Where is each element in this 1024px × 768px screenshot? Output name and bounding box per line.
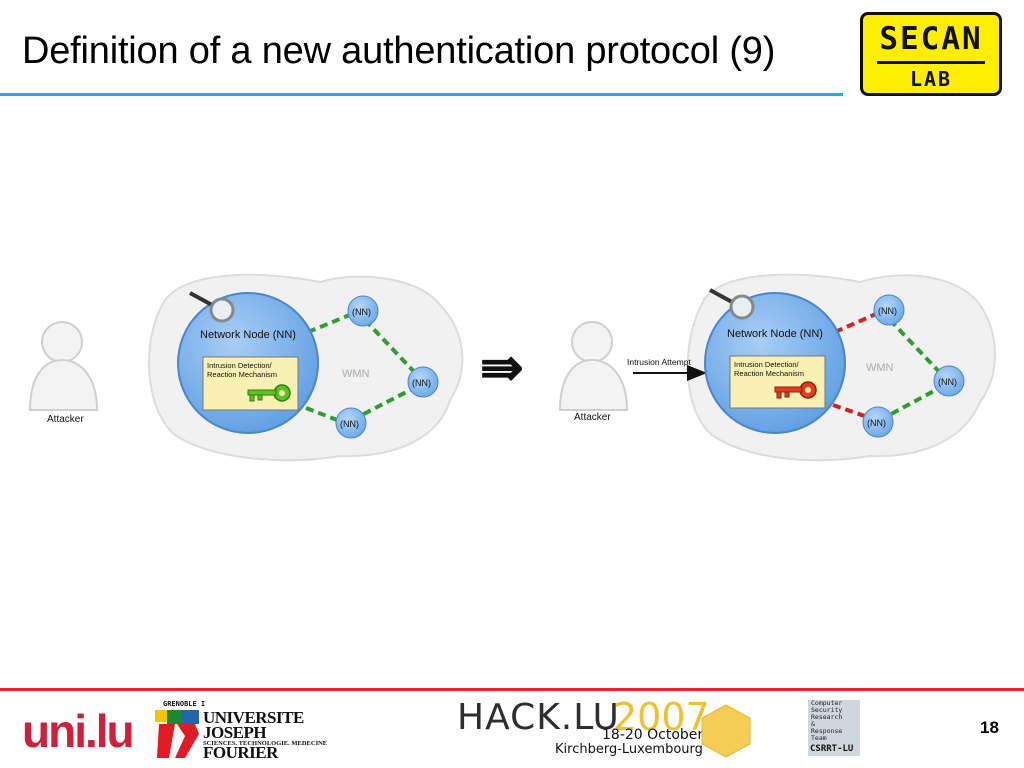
secan-logo-bar (877, 61, 985, 64)
csrrt-logo-name: CSRRT-LU (810, 744, 854, 754)
nn-label-right-right: (NN) (938, 377, 957, 387)
ujf-logo: GRENOBLE I UNIVERSITE JOSEPH FOURIER SCI… (155, 700, 327, 762)
nn-label-right-left: (NN) (412, 378, 431, 388)
attacker-label-right: Attacker (574, 412, 611, 423)
nn-node-top-right (873, 294, 905, 326)
hack-lu-year: 2007 (613, 695, 710, 739)
nn-label-bottom-left: (NN) (340, 419, 359, 429)
hack-lu-dates: 18-20 October (602, 727, 704, 743)
title-divider (0, 93, 843, 96)
authentication-diagram: Attacker Network Node (NN) Intrusion Det… (28, 273, 996, 462)
nn-label-top-right: (NN) (878, 306, 897, 316)
magnifier-icon-left (189, 291, 235, 323)
ujf-logo-name2: JOSEPH FOURIER (203, 723, 278, 762)
link-nn-bottom-right (832, 403, 877, 422)
nn-label-top-left: (NN) (352, 307, 371, 317)
attacker-figure-right (558, 321, 629, 411)
magnifier-icon-right (709, 288, 755, 320)
nn-node-top-left (347, 295, 379, 327)
csrrt-logo-lines: Computer Security Research & Response Te… (811, 699, 843, 742)
key-icon-left (247, 384, 291, 402)
nn-label-bottom-right: (NN) (867, 418, 886, 428)
ids-label-line1-left: Intrusion Detection/ (207, 361, 273, 370)
ujf-logo-grenoble: GRENOBLE I (163, 700, 206, 708)
wmn-label-left: WMN (342, 368, 370, 380)
intrusion-attempt-label: Intrusion Attempt (627, 357, 691, 367)
right-scene: Attacker Intrusion Attempt Network Node … (558, 273, 996, 462)
nn-node-right-left (407, 366, 439, 398)
secan-logo-top: SECAN (879, 21, 983, 57)
ujf-logo-mark (155, 710, 199, 758)
csrrt-lu-logo: Computer Security Research & Response Te… (808, 700, 860, 756)
secan-lab-logo: SECAN LAB (860, 12, 1002, 96)
network-node-label-right: Network Node (NN) (727, 328, 823, 340)
ids-label-line1-right: Intrusion Detection/ (734, 360, 800, 369)
nn-node-right-right (933, 365, 965, 397)
key-icon-right (774, 381, 817, 399)
network-node-label-left: Network Node (NN) (200, 329, 296, 341)
ujf-logo-name1: UNIVERSITE (203, 708, 304, 727)
implies-symbol: ⇛ (480, 339, 524, 397)
left-scene: Attacker Network Node (NN) Intrusion Det… (28, 273, 464, 462)
ids-label-line2-left: Reaction Mechanism (207, 370, 277, 379)
attacker-figure-left (28, 321, 99, 411)
slide-title: Definition of a new authentication proto… (22, 30, 776, 72)
attacker-label-left: Attacker (47, 414, 84, 425)
wmn-label-right: WMN (866, 362, 894, 374)
hack-lu-hexagon-icon (701, 704, 751, 758)
link-nn-top-left (307, 308, 363, 334)
ids-label-line2-right: Reaction Mechanism (734, 369, 804, 378)
hack-lu-logo: HACK.LU 2007 18-20 October Kirchberg-Lux… (455, 695, 755, 761)
nn-node-bottom-right (862, 406, 894, 438)
nn-node-bottom-left (335, 407, 367, 439)
secan-logo-bottom: LAB (909, 67, 953, 91)
hack-lu-word: HACK.LU (457, 697, 620, 738)
ujf-logo-tagline: SCIENCES. TECHNOLOGIE. MEDECINE (203, 740, 328, 747)
link-nn-right-top-right (888, 318, 947, 380)
hack-lu-place: Kirchberg-Luxembourg (555, 742, 703, 757)
link-nn-right-left (363, 318, 422, 380)
uni-lu-logo: uni.lu (22, 705, 135, 757)
footer-divider (0, 688, 1024, 691)
page-number: 18 (980, 718, 999, 737)
